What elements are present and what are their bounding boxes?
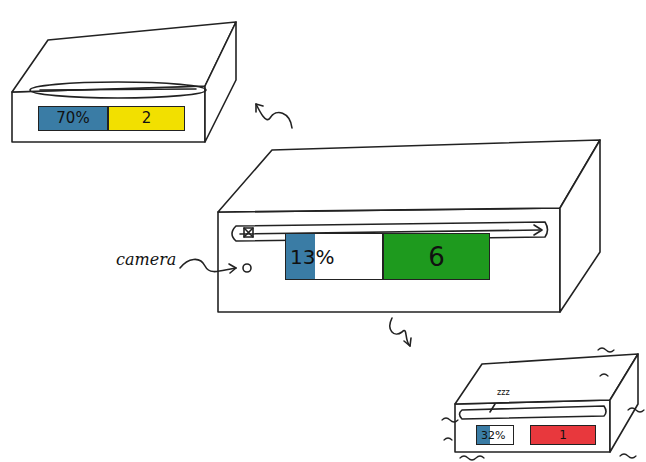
count-box-text: 2 — [142, 111, 152, 126]
shake-marks — [442, 348, 644, 460]
percent-bar: 13% — [285, 233, 383, 280]
sleeping-device — [455, 354, 638, 452]
camera-label: camera — [116, 252, 176, 268]
curly-arrow — [390, 318, 410, 346]
slot-icon — [244, 228, 253, 237]
count-box: 1 — [530, 425, 596, 445]
percent-bar: 32% — [476, 425, 514, 445]
percent-bar-text: 32% — [481, 430, 505, 441]
percent-bar: 70% — [38, 106, 108, 131]
main-device — [218, 140, 600, 312]
small-device — [12, 22, 236, 142]
curly-arrow — [256, 104, 292, 128]
count-box: 2 — [108, 106, 185, 131]
count-box: 6 — [383, 233, 490, 280]
leader-line — [180, 259, 236, 271]
count-box-text: 6 — [428, 244, 445, 270]
arrow-head — [404, 338, 411, 346]
leader-line — [490, 404, 495, 412]
sleep-label: zzz — [497, 389, 510, 397]
percent-bar-text: 13% — [290, 247, 334, 267]
slot-arrow — [534, 225, 542, 235]
camera-lens — [243, 264, 251, 272]
count-box-text: 1 — [559, 429, 567, 441]
percent-bar-text: 70% — [56, 111, 89, 126]
arrow-head — [256, 104, 263, 112]
